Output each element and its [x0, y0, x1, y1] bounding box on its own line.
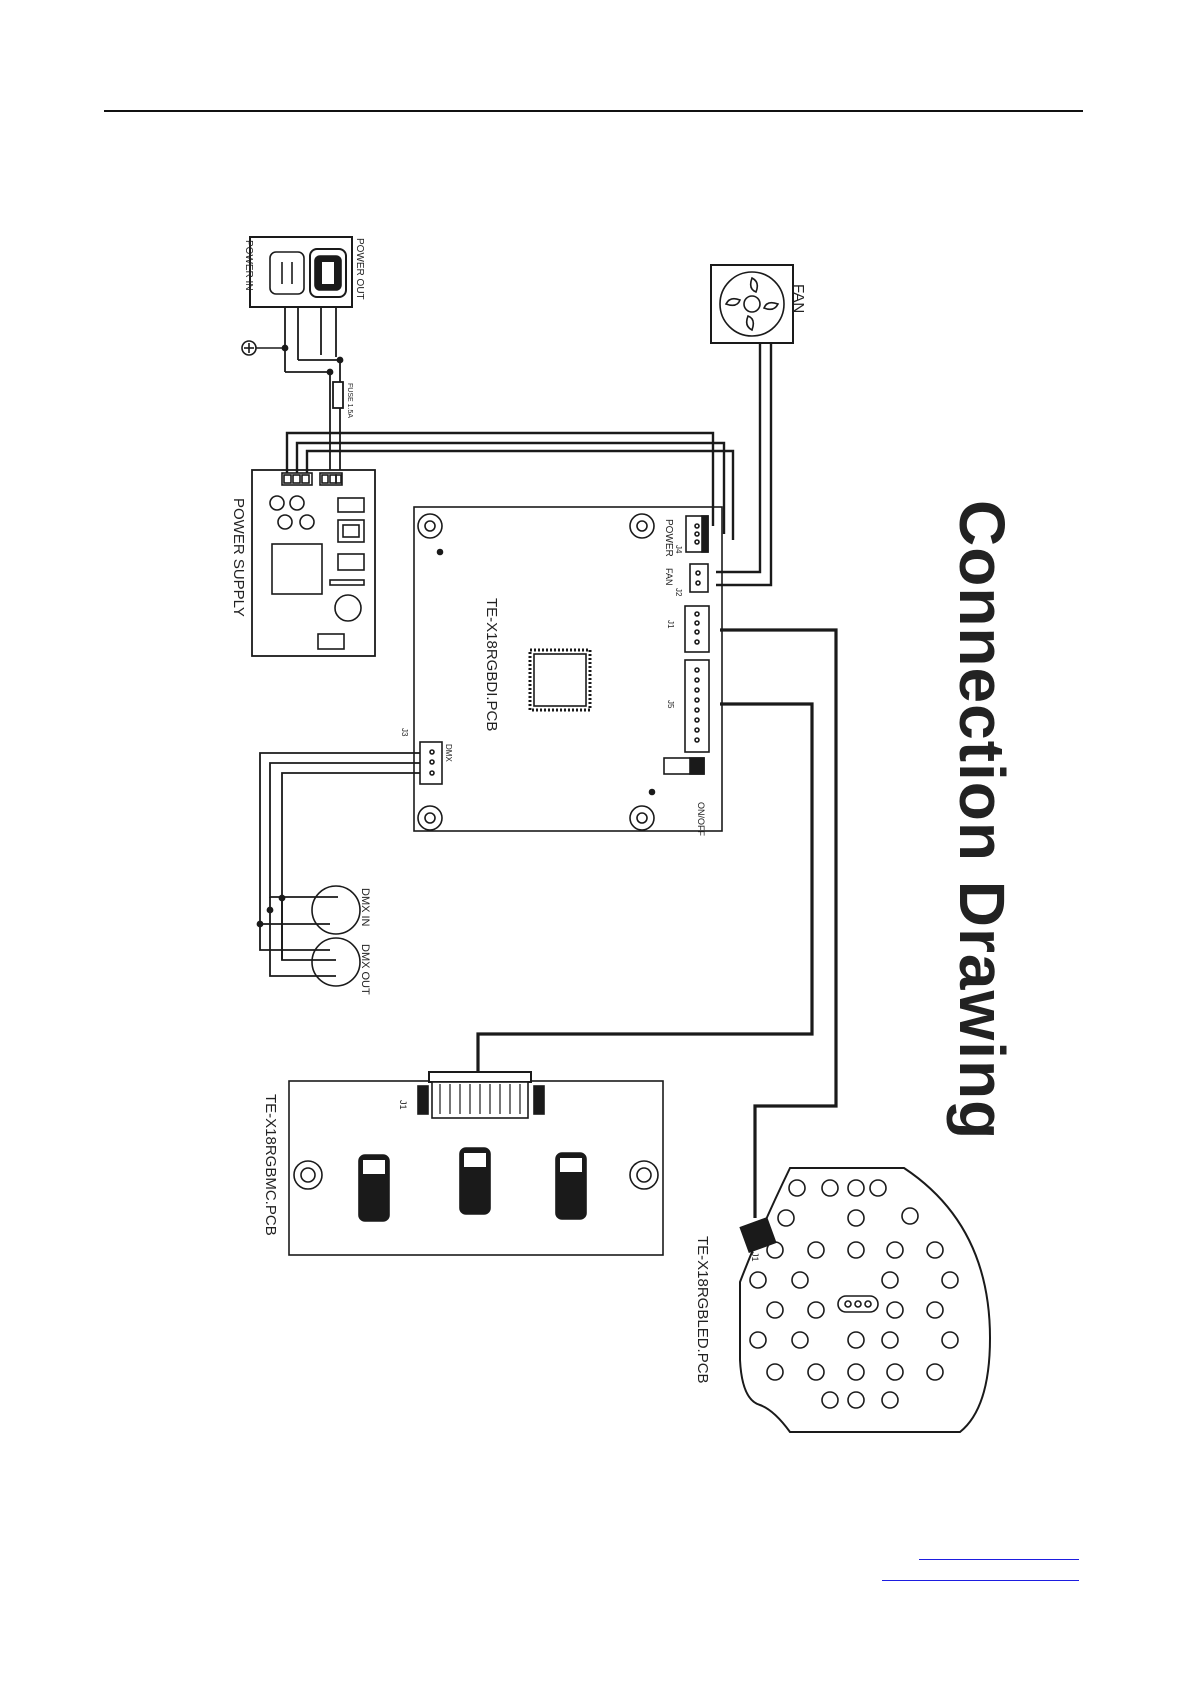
- power-in-socket: [270, 252, 304, 294]
- fuse-label: FUSE 1.5A: [346, 383, 353, 418]
- led-pcb-label: TE-X18RGBLED.PCB: [694, 1236, 711, 1384]
- dmx-connector-label: DMX: [444, 744, 453, 762]
- main-pcb-label: TE-X18RGBDI.PCB: [483, 598, 500, 731]
- led-array: [750, 1180, 958, 1408]
- mc-j1-label: J1: [398, 1100, 408, 1110]
- mc-pcb-label: TE-X18RGBMC.PCB: [262, 1094, 279, 1236]
- dmx-wiring: [258, 753, 421, 976]
- j5-label: J5: [666, 700, 675, 709]
- main-pcb: POWER J4 FAN J2 J1 J5 ON/OFF: [400, 507, 722, 836]
- on-off-label: ON/OFF: [696, 802, 706, 836]
- mc-regulators: [359, 1148, 586, 1221]
- led-pcb: J1 TE-X18RGBLED.PCB: [694, 1168, 990, 1432]
- ribbon-cables: [478, 630, 836, 1218]
- diagram-title: Connection Drawing: [946, 500, 1018, 1140]
- mains-wiring: FUSE 1.5A: [283, 307, 354, 470]
- j1-label: J1: [666, 620, 675, 629]
- power-supply-label: POWER SUPPLY: [230, 498, 247, 617]
- dmx-out-connector: DMX OUT: [312, 938, 371, 995]
- power-socket-box: POWER IN POWER OUT: [243, 237, 365, 307]
- dmx-out-label: DMX OUT: [359, 944, 371, 995]
- j3-label: J3: [400, 728, 409, 737]
- j2-fan-label: FAN: [664, 568, 674, 586]
- dmx-in-connector: DMX IN: [312, 886, 371, 934]
- power-supply-board: POWER SUPPLY: [230, 470, 375, 656]
- fuse: [333, 382, 343, 408]
- j2-label: J2: [674, 588, 683, 597]
- fan: FAN: [711, 265, 807, 343]
- dmx-in-label: DMX IN: [359, 888, 371, 927]
- ground-symbol: [242, 341, 285, 355]
- j4-power-label: POWER: [663, 519, 674, 557]
- power-out-label: POWER OUT: [354, 238, 365, 300]
- power-in-label: POWER IN: [243, 240, 254, 291]
- footer-link-2[interactable]: [882, 1580, 1079, 1581]
- led-j1-label: J1: [750, 1252, 760, 1262]
- footer-link-1[interactable]: [919, 1559, 1079, 1560]
- fan-label: FAN: [790, 284, 807, 313]
- j4-label: J4: [674, 545, 683, 554]
- mc-pcb: J1 TE-X18RGBMC.PCB: [262, 1072, 663, 1255]
